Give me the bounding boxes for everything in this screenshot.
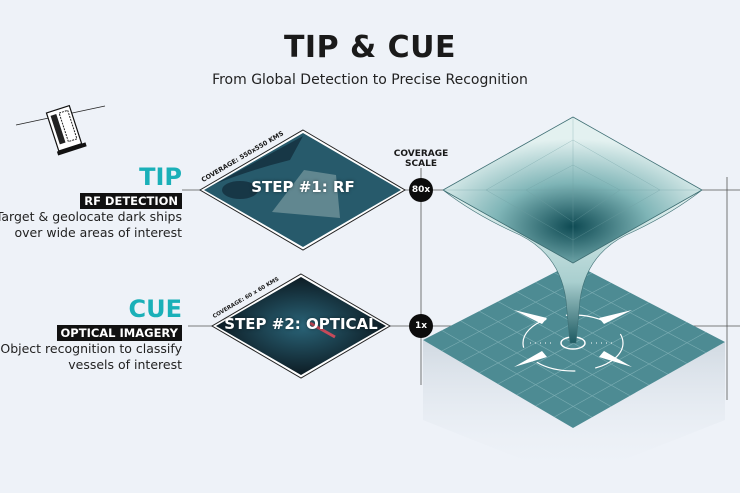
plane-grid-line [535, 321, 688, 407]
tip-section: TIP RF DETECTION Target & geolocate dark… [0, 164, 182, 241]
satellite-icon [15, 104, 106, 156]
scale-title-line1: COVERAGE [393, 149, 449, 159]
step-1-label: STEP #1: RF [251, 178, 355, 196]
plane-grid-line [441, 330, 593, 418]
rf-map-diamond [199, 129, 406, 251]
plane-grid-line [516, 312, 669, 396]
cue-label: CUE [128, 295, 183, 323]
cue-section: CUE OPTICAL IMAGERY Object recognition t… [0, 296, 182, 373]
plane-grid-line [479, 310, 631, 397]
plane-grid-line [554, 331, 707, 418]
optical-map-diamond [211, 273, 391, 379]
scale-1x-badge: 1x [409, 314, 433, 338]
tip-description-line1: Target & geolocate dark ships [0, 209, 182, 224]
scale-80x-badge: 80x [409, 178, 433, 202]
coverage-scale-title: COVERAGE SCALE [386, 149, 456, 169]
page-title: TIP & CUE [283, 30, 457, 65]
coverage-funnel [442, 116, 703, 344]
page-subtitle: From Global Detection to Precise Recogni… [212, 72, 528, 88]
step-2-label: STEP #2: OPTICAL [224, 315, 378, 333]
optical-imagery-tag: OPTICAL IMAGERY [56, 325, 182, 341]
recognition-plane [423, 263, 725, 428]
cue-description-line1: Object recognition to classify [0, 341, 182, 356]
tip-label: TIP [139, 163, 182, 191]
tip-description-line2: over wide areas of interest [14, 225, 182, 240]
rf-detection-tag: RF DETECTION [80, 193, 182, 209]
scale-title-line2: SCALE [405, 159, 437, 169]
cue-description-line2: vessels of interest [68, 357, 182, 372]
plane-grid-line [460, 320, 612, 407]
